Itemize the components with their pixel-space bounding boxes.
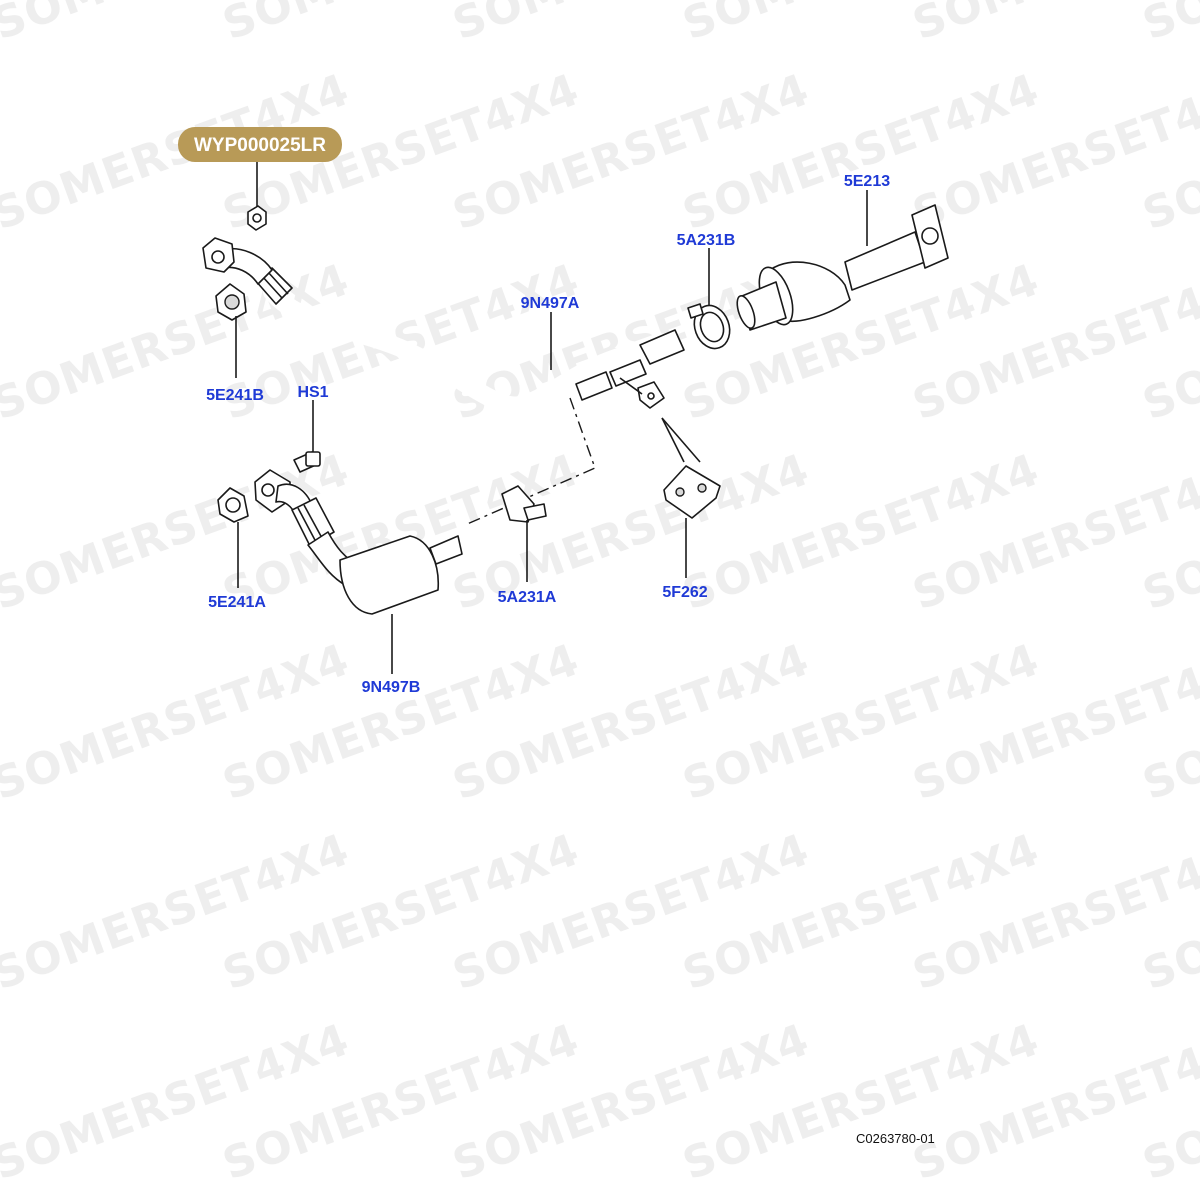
clamp-5A231B[interactable] bbox=[687, 301, 735, 354]
callout-9N497B[interactable]: 9N497B bbox=[362, 679, 421, 696]
catalyst-5E213[interactable] bbox=[734, 204, 949, 331]
insulator-5F262[interactable] bbox=[661, 417, 721, 519]
front-pipe-9N497B[interactable] bbox=[254, 469, 463, 615]
bolt-HS1[interactable] bbox=[293, 451, 321, 473]
front-pipe-9N497A[interactable] bbox=[202, 237, 685, 415]
gasket-5E241A[interactable] bbox=[217, 487, 249, 523]
callout-5F262[interactable]: 5F262 bbox=[662, 584, 707, 601]
nut-WYP000025LR[interactable] bbox=[247, 205, 267, 231]
highlighted-part-number: WYP000025LR bbox=[194, 135, 326, 156]
watermark-text: SOMERSET4X4 bbox=[1136, 0, 1200, 50]
callout-5A231B[interactable]: 5A231B bbox=[677, 232, 736, 249]
gasket-5E241B[interactable] bbox=[215, 283, 247, 321]
clamp-5A231A[interactable] bbox=[501, 485, 547, 523]
hanger-bracket[interactable] bbox=[619, 377, 665, 409]
highlighted-part-badge[interactable]: WYP000025LR bbox=[178, 127, 342, 162]
callout-5E213[interactable]: 5E213 bbox=[844, 173, 890, 190]
callout-5A231A[interactable]: 5A231A bbox=[498, 589, 557, 606]
callout-5E241A[interactable]: 5E241A bbox=[208, 594, 266, 611]
callout-HS1[interactable]: HS1 bbox=[297, 384, 328, 401]
diagram-reference-code: C0263780-01 bbox=[856, 1131, 935, 1146]
callout-9N497A[interactable]: 9N497A bbox=[521, 295, 580, 312]
callout-5E241B[interactable]: 5E241B bbox=[206, 387, 264, 404]
leader-lines bbox=[235, 162, 868, 674]
